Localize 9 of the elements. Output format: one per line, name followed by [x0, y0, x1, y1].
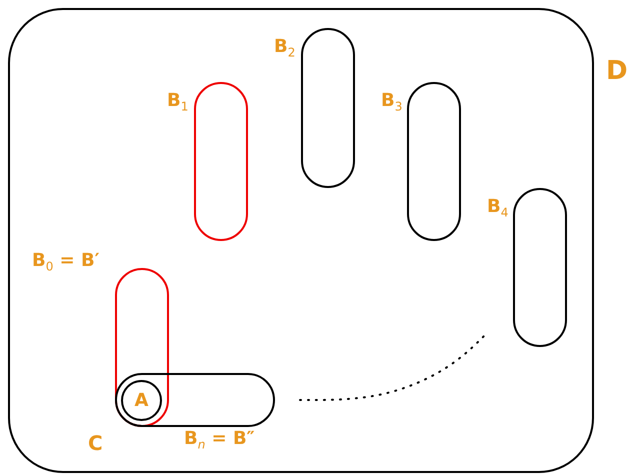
set-label: B$_{4}$: [487, 198, 508, 219]
set-label: B$_{2}$: [274, 38, 296, 59]
set-label: A: [134, 392, 148, 410]
set-label: B$_{0}$ = B′: [32, 252, 100, 273]
set-label: B$_{3}$: [381, 92, 402, 113]
set-label: D: [606, 58, 628, 84]
set-label: B$_{n}$ = B″: [184, 430, 255, 451]
set-label: C: [88, 433, 103, 453]
set-label: B$_{1}$: [167, 92, 188, 113]
